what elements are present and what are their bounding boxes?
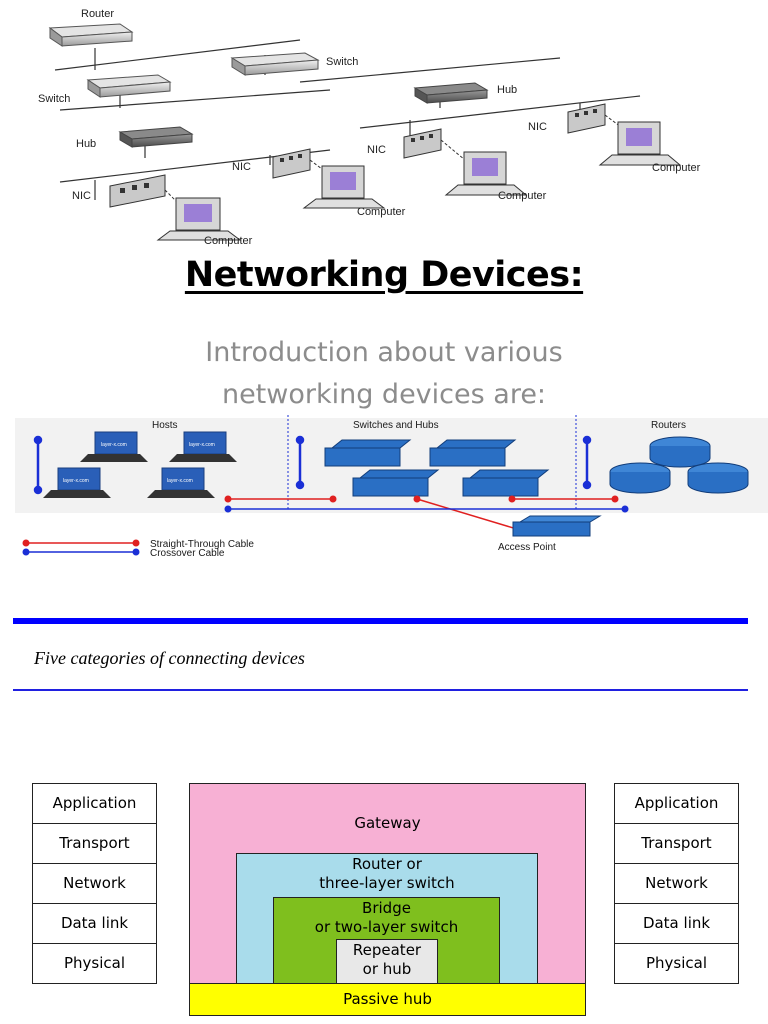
computer-label: Computer xyxy=(204,235,253,247)
switch-label: Switch xyxy=(326,56,358,68)
figure-caption: Five categories of connecting devices xyxy=(34,648,305,668)
routers-label: Routers xyxy=(651,420,686,431)
switch-icon xyxy=(324,439,550,497)
layer-data-link: Data link xyxy=(615,904,738,944)
intro-text: Introduction about various xyxy=(205,337,563,368)
layer-data-link: Data link xyxy=(33,904,156,944)
hub-label: Hub xyxy=(76,138,96,150)
laptop-icon: layer-x.com xyxy=(147,467,215,498)
svg-text:layer-x.com: layer-x.com xyxy=(101,442,127,448)
router-label-line2: three-layer switch xyxy=(319,874,455,892)
svg-text:layer-x.com: layer-x.com xyxy=(189,442,215,448)
nic-label: NIC xyxy=(528,121,547,133)
switch-icon xyxy=(230,52,320,76)
marker-icon xyxy=(33,435,592,495)
hosts-label: Hosts xyxy=(152,420,178,431)
intro-text: networking devices are: xyxy=(221,379,547,410)
router-icon xyxy=(48,23,134,47)
layer-physical: Physical xyxy=(63,954,126,972)
computer-icon xyxy=(598,121,682,166)
router-label-line1: Router or xyxy=(352,855,422,873)
laptop-icon: layer-x.com xyxy=(80,431,148,462)
passive-hub-box: Passive hub xyxy=(189,983,586,1016)
computer-label: Computer xyxy=(652,162,701,174)
hub-icon xyxy=(118,126,194,148)
svg-text:layer-x.com: layer-x.com xyxy=(63,478,89,484)
layer-transport: Transport xyxy=(33,824,156,864)
osi-layer-stack-right: Application Transport Network Data link … xyxy=(614,783,739,984)
svg-text:layer-x.com: layer-x.com xyxy=(167,478,193,484)
layer-physical: Physical xyxy=(645,954,708,972)
hub-icon xyxy=(413,82,489,104)
crossover-cable xyxy=(224,505,629,513)
legend-crossover-label: Crossover Cable xyxy=(150,548,225,559)
layer-network: Network xyxy=(615,864,738,904)
osi-layer-stack-left: Application Transport Network Data link … xyxy=(32,783,157,984)
divider xyxy=(13,618,748,624)
computer-icon xyxy=(156,197,242,241)
computer-label: Computer xyxy=(498,190,547,202)
gateway-label: Gateway xyxy=(354,814,421,832)
access-point-label: Access Point xyxy=(498,542,556,553)
nic-label: NIC xyxy=(367,144,386,156)
switches-hubs-label: Switches and Hubs xyxy=(353,420,439,431)
legend xyxy=(22,539,140,556)
legend-straight-label: Straight-Through Cable xyxy=(150,539,254,550)
nic-label: NIC xyxy=(232,161,251,173)
bridge-label-line1: Bridge xyxy=(362,899,411,917)
layer-network: Network xyxy=(33,864,156,904)
page-title: Networking Devices: xyxy=(184,255,584,295)
layer-transport: Transport xyxy=(615,824,738,864)
straight-cable xyxy=(224,495,619,531)
switch-label: Switch xyxy=(38,93,70,105)
laptop-icon: layer-x.com xyxy=(169,431,237,462)
device-types-diagram: layer-x.com layer-x.com layer-x.com laye… xyxy=(15,415,768,559)
computer-icon xyxy=(302,165,386,209)
repeater-label-line2: or hub xyxy=(362,960,412,978)
computer-label: Computer xyxy=(357,206,406,218)
layer-application: Application xyxy=(33,784,156,824)
divider xyxy=(13,689,748,691)
bridge-label-line2: or two-layer switch xyxy=(314,918,459,936)
network-hierarchy-diagram: Router Switch Switch Hub Hub NIC NIC NIC… xyxy=(38,8,701,247)
repeater-label-line1: Repeater xyxy=(352,941,422,959)
repeater-box: Repeater or hub xyxy=(336,939,438,985)
router-icon xyxy=(609,436,749,494)
access-point-icon xyxy=(512,515,602,537)
switch-icon xyxy=(86,74,172,98)
hub-label: Hub xyxy=(497,84,517,96)
laptop-icon: layer-x.com xyxy=(43,467,111,498)
passive-hub-label: Passive hub xyxy=(343,990,432,1008)
computer-icon xyxy=(444,151,528,196)
router-label: Router xyxy=(81,8,114,20)
layer-application: Application xyxy=(615,784,738,824)
nic-label: NIC xyxy=(72,190,91,202)
